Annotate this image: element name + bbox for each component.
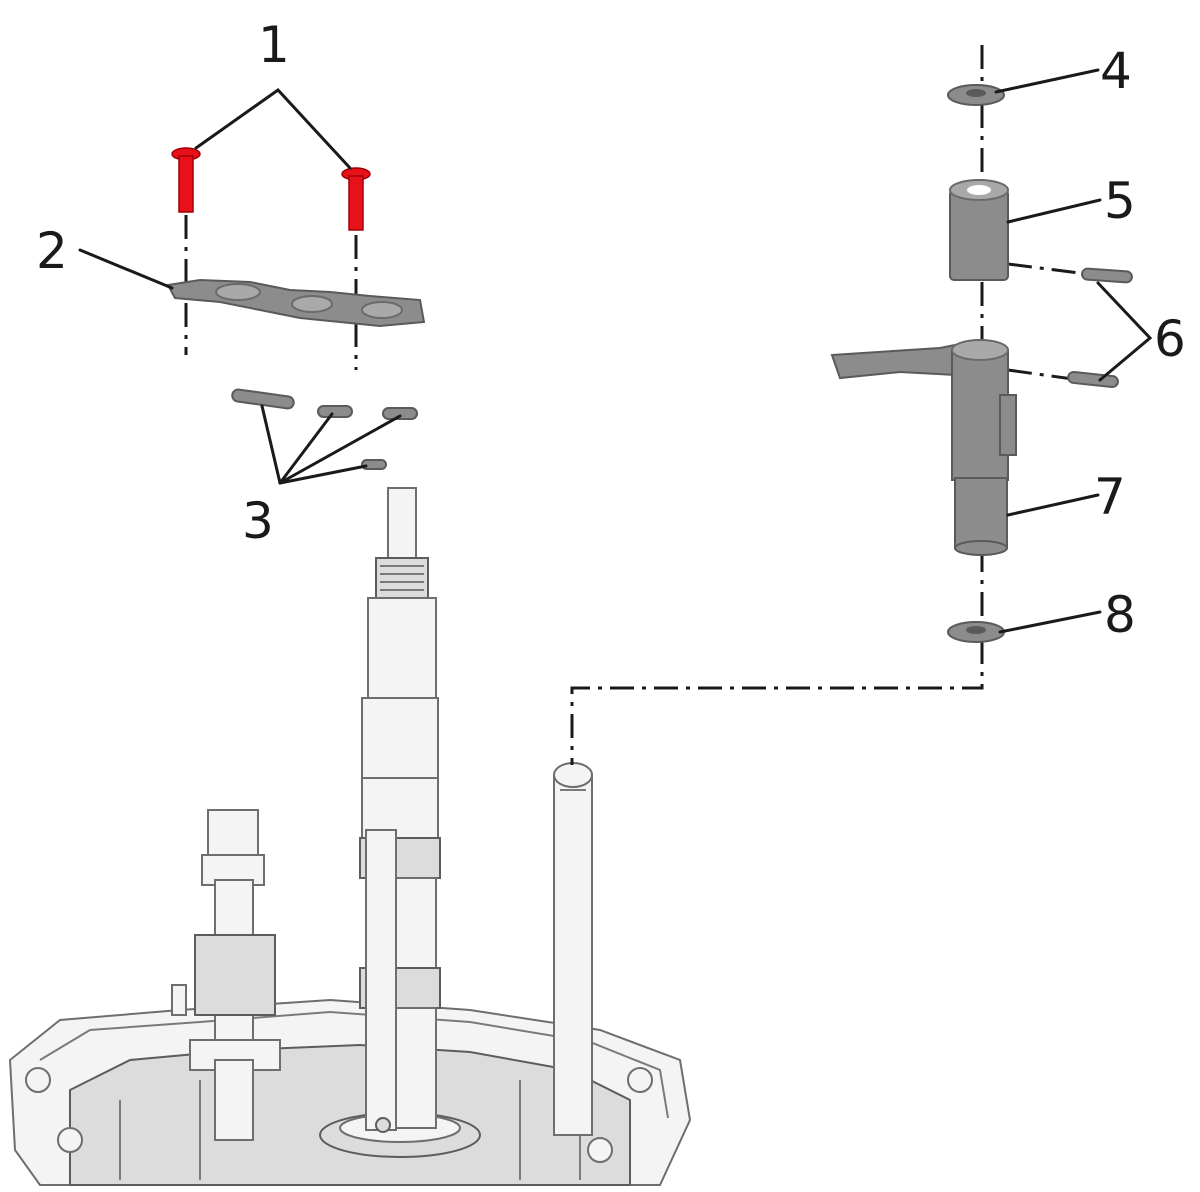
washer-lower (947, 621, 1005, 643)
bolt-right (341, 167, 371, 231)
main-shaft (359, 487, 441, 1133)
callout-1: 1 (258, 16, 290, 74)
shift-rail (553, 762, 593, 1136)
callout-2: 2 (36, 222, 68, 280)
countershaft (189, 809, 281, 1141)
washer-upper (947, 84, 1005, 106)
callout-labels: 1 2 3 4 5 6 7 8 (36, 16, 1186, 644)
callout-6: 6 (1154, 310, 1186, 368)
shift-fork (830, 339, 1017, 556)
callout-8: 8 (1104, 586, 1136, 644)
callout-5: 5 (1104, 172, 1136, 230)
leader-lines (78, 68, 1153, 634)
callout-3: 3 (242, 492, 274, 550)
callout-7: 7 (1094, 468, 1126, 526)
pins-group-3 (231, 388, 418, 470)
retainer-plate (166, 278, 426, 328)
callout-4: 4 (1100, 42, 1132, 100)
bolt-left (171, 147, 201, 213)
bushing (949, 179, 1009, 281)
